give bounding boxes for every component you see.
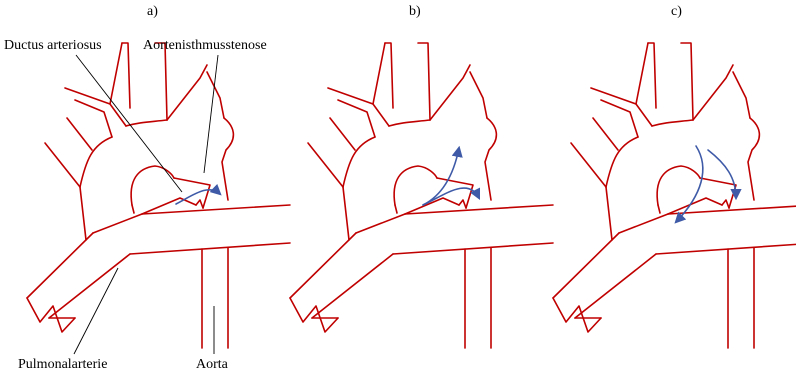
- panel-a: [27, 43, 290, 348]
- aorta-label: Aorta: [196, 357, 229, 372]
- panel-c: [553, 43, 796, 348]
- panel-b: [290, 43, 553, 348]
- vessel-outline-b: [290, 43, 553, 348]
- vessel-outline-c: [553, 43, 796, 348]
- stenosis-leader: [204, 55, 218, 173]
- panel-label-b: b): [409, 4, 421, 19]
- panel-label-c: c): [671, 4, 682, 19]
- flow-arrow-c-left: [676, 146, 703, 222]
- stenosis-label: Aortenisthmusstenose: [143, 38, 267, 53]
- flow-arrow-c-right: [708, 150, 736, 198]
- ductus-label: Ductus arteriosus: [4, 38, 102, 53]
- vessel-outline-a: [27, 43, 290, 348]
- pulmonary-label: Pulmonalarterie: [18, 357, 107, 372]
- panel-label-a: a): [147, 4, 158, 19]
